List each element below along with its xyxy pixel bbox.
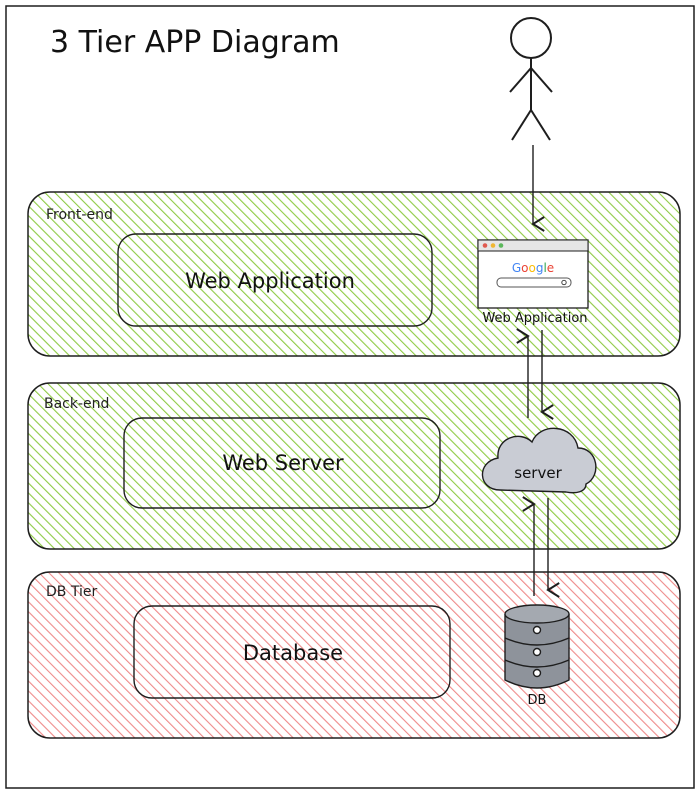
database-icon: DB <box>504 604 570 708</box>
tier-front-end: Front-end Web Application <box>27 191 681 357</box>
tier-label-front-end: Front-end <box>46 207 113 223</box>
cloud-server-icon: server <box>481 427 597 494</box>
database-box <box>133 605 451 699</box>
user-stick-figure-icon <box>509 17 553 141</box>
browser-icon: Google Web Application <box>477 239 589 326</box>
server-icon-label: server <box>514 464 562 482</box>
database-icon-label: DB <box>528 693 547 708</box>
database-box-label: Database <box>243 641 343 665</box>
google-logo-icon: Google <box>512 261 554 275</box>
web-server-box-label: Web Server <box>222 451 344 475</box>
tier-db: DB Tier Database <box>27 571 681 739</box>
outer-frame <box>5 5 695 789</box>
web-server-box <box>123 417 441 509</box>
tier-label-db: DB Tier <box>46 584 97 600</box>
connector-arrows <box>516 145 560 598</box>
browser-icon-label: Web Application <box>482 311 587 326</box>
web-application-box-label: Web Application <box>185 269 355 293</box>
web-application-box <box>117 233 433 327</box>
tier-label-back-end: Back-end <box>44 396 109 412</box>
tier-back-end: Back-end Web Server <box>27 382 681 550</box>
diagram-title: 3 Tier APP Diagram <box>50 25 340 60</box>
